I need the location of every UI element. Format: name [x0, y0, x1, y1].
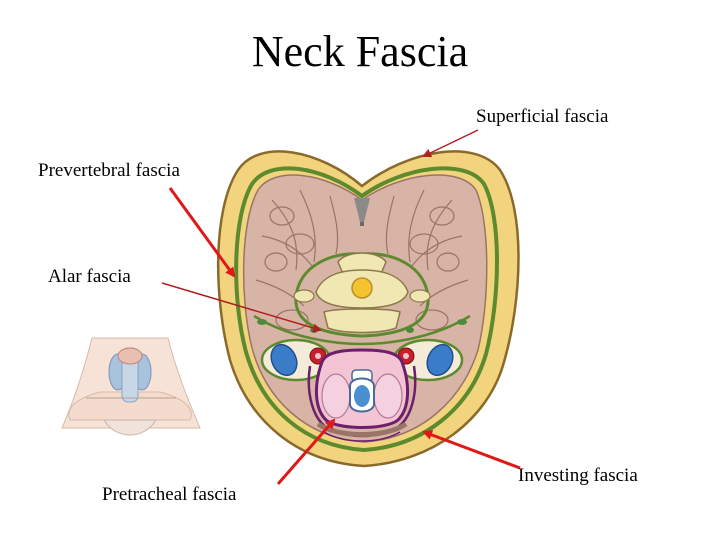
label-investing-fascia: Investing fascia	[518, 465, 638, 487]
thyroid-thumbnail	[62, 338, 200, 435]
label-superficial-fascia: Superficial fascia	[476, 106, 608, 128]
label-alar-fascia: Alar fascia	[48, 266, 131, 288]
label-prevertebral-fascia: Prevertebral fascia	[38, 160, 180, 182]
spinal-cord	[352, 278, 372, 298]
arrow-investing	[424, 432, 520, 468]
neck-cross-section	[218, 151, 518, 466]
label-pretracheal-fascia: Pretracheal fascia	[102, 484, 237, 506]
